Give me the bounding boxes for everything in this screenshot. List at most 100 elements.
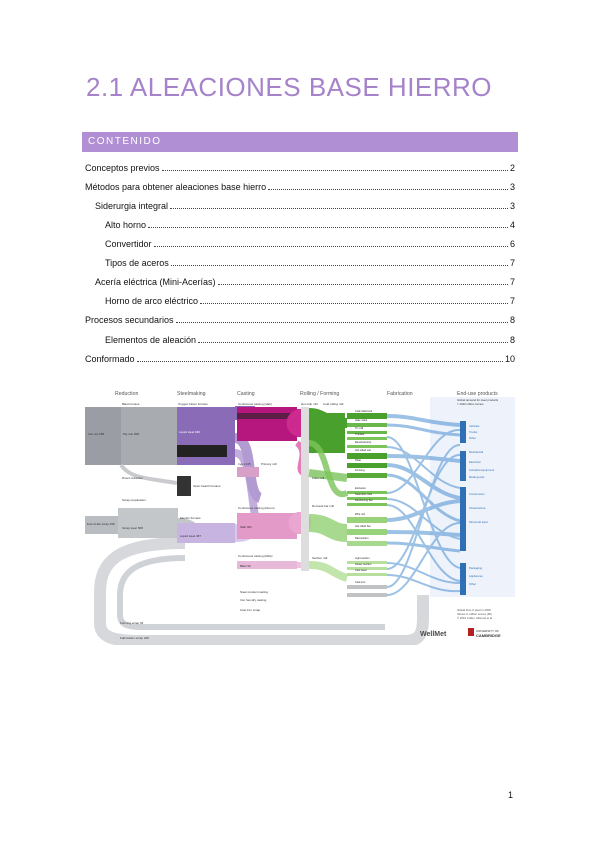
enduse-label: Appliances [469, 574, 483, 578]
fabrication-label: Reinforcing bar [355, 498, 373, 502]
label-cold-rolling-mill: Cold rolling mill [323, 402, 344, 406]
stage-fabrication: Fabrication [387, 391, 413, 397]
fabrication-label: Rail section [355, 536, 369, 540]
enduse-label: Electrical [469, 460, 481, 464]
toc-entry[interactable]: Procesos secundarios 8 [85, 311, 515, 325]
fabrication-label: Hot rolled bar [355, 524, 371, 528]
label-slab: Slab 401 [240, 525, 252, 529]
toc-leader [136, 361, 503, 362]
toc-entry[interactable]: Siderurgia integral 3 [95, 197, 515, 211]
cambridge-logo-2: CAMBRIDGE [476, 633, 501, 638]
toc-entry-page: 4 [509, 220, 515, 230]
label-liquid-steel-2: Liquid steel 487 [180, 534, 201, 538]
fabrication-label: Cold rolled coil [355, 409, 372, 413]
toc-entry-label: Tipos de aceros [105, 258, 169, 268]
footnote-3: © 2010 Cullen, Allwood et al [457, 616, 492, 620]
label-open-hearth: Open hearth furnace [193, 484, 221, 488]
toc-entry-page: 6 [509, 239, 515, 249]
toc-entry-page: 10 [504, 354, 515, 364]
metal-goods-bar [460, 563, 466, 595]
label-cast-iron-scrap: Cast iron scrap [240, 608, 261, 612]
enduse-label: Mechanical [469, 450, 484, 454]
enduse-label: Construction [469, 492, 485, 496]
label-forming-scrap: Forming scrap 96 [120, 621, 144, 625]
steel-flow-diagram: Reduction Steelmaking Casting Rolling / … [85, 391, 515, 645]
label-section-mill: Section mill [312, 556, 328, 560]
toc-entry-page: 7 [509, 258, 515, 268]
label-cc-slab: Continuous casting (slab) [238, 402, 272, 406]
toc-entry-label: Elementos de aleación [105, 335, 197, 345]
toc-entry-label: Convertidor [105, 239, 152, 249]
fabrication-label: Wire rod [355, 512, 365, 516]
toc-entry[interactable]: Convertidor 6 [105, 235, 515, 249]
stage-steelmaking: Steelmaking [177, 391, 206, 397]
toc-entry[interactable]: Tipos de aceros 7 [105, 254, 515, 268]
toc-entry-label: Siderurgia integral [95, 201, 169, 211]
label-billet: Billet 90 [240, 564, 251, 568]
enduse-label: Vehicles [469, 424, 480, 428]
label-eol-scrap: End-of-life scrap 295 [87, 522, 115, 526]
stage-casting: Casting [237, 391, 255, 397]
toc-entry[interactable]: Elementos de aleación 8 [105, 331, 515, 345]
wellmet-logo: WellMet [420, 631, 447, 638]
toc-entry[interactable]: Acería eléctrica (Mini-Acerías) 7 [95, 273, 515, 287]
end-of-life-scrap-block [85, 516, 118, 534]
label-blast-furnace: Blast furnace [122, 402, 140, 406]
enduse-label: Infrastructure [469, 506, 486, 510]
enduse-label: Other [469, 582, 476, 586]
open-hearth-block [177, 476, 191, 496]
toc-entry-label: Acería eléctrica (Mini-Acerías) [95, 277, 216, 287]
direct-reduction-flow [119, 463, 178, 485]
toc-entry-page: 8 [509, 315, 515, 325]
toc-entry-page: 3 [509, 201, 515, 211]
toc-entry-page: 8 [509, 335, 515, 345]
toc-leader [170, 265, 508, 266]
enduse-note-1: Global demand for steel products [457, 398, 499, 402]
label-iron-casting: Iron foundry casting [240, 598, 267, 602]
toc-entry[interactable]: Métodos para obtener aleaciones base hie… [85, 178, 515, 192]
label-oxygen-furnace: Oxygen blown furnace [178, 402, 208, 406]
enduse-label: Packaging [469, 566, 483, 570]
toc-entry-label: Horno de arco eléctrico [105, 296, 199, 306]
enduse-label: Trucks [469, 430, 478, 434]
label-fabrication-scrap: Fabrication scrap 228 [120, 636, 149, 640]
enduse-label: Industrial equipment [469, 468, 494, 472]
cambridge-crest-icon [468, 628, 474, 636]
toc-leader [153, 246, 508, 247]
bloom-cast-block [237, 513, 297, 539]
stage-headers: Reduction Steelmaking Casting Rolling / … [115, 391, 498, 397]
toc-entry-label: Procesos secundarios [85, 315, 174, 325]
fabrication-label: Tin mill [355, 426, 364, 430]
rolling-column [301, 407, 309, 571]
stage-enduse: End-use products [457, 391, 498, 397]
toc-entry-page: 7 [509, 277, 515, 287]
toc-entry[interactable]: Horno de arco eléctrico 7 [105, 292, 515, 306]
label-rod-bar-mill: Rod and bar mill [312, 504, 334, 508]
toc-leader [198, 342, 508, 343]
toc-leader [175, 322, 508, 323]
label-scrap-steel: Scrap steel 508 [122, 526, 143, 530]
footnote-2: Values in million tonnes (Mt) [457, 612, 492, 616]
fabrication-label: Seamless tube [355, 492, 373, 496]
fabrication-label: Heavy section [355, 562, 372, 566]
toc-entry-page: 7 [509, 296, 515, 306]
fabrication-label: Plate [355, 458, 361, 462]
fabrication-label: Light section [355, 556, 370, 560]
toc-leader [268, 189, 508, 190]
forming-scrap-loop [117, 555, 385, 630]
iron-ore-block [85, 407, 121, 465]
toc-leader [161, 170, 508, 171]
page-number: 1 [508, 790, 514, 800]
label-direct-reduction: Direct reduction [122, 476, 143, 480]
fabrication-label: Galv. plant [355, 418, 367, 422]
toc-header-label: CONTENIDO [88, 136, 162, 147]
electric-furnace-block [177, 523, 235, 543]
label-primary-mill: Primary mill [261, 462, 277, 466]
enduse-label: Metal goods [469, 475, 485, 479]
fabrication-label: Electrical strip [355, 440, 372, 444]
footnote-1: Global flow of steel in 2008 [457, 608, 491, 612]
